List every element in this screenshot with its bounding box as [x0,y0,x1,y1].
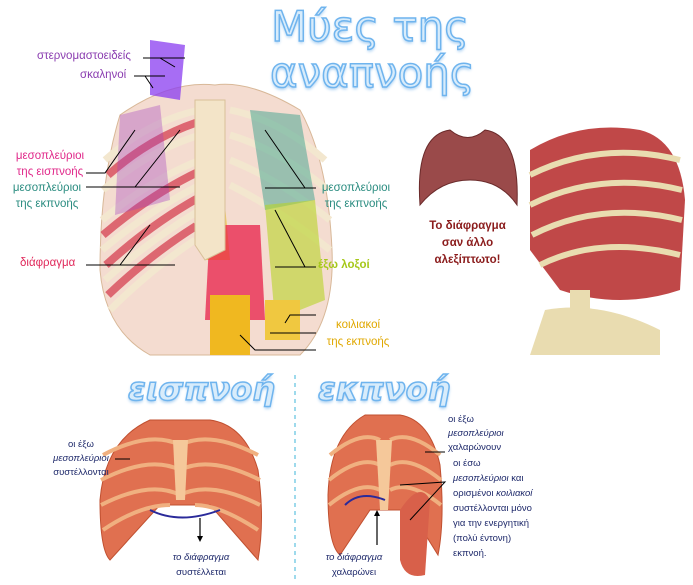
caption-line: σαν άλλο [441,237,494,249]
label-line: συστέλλονται μόνο [453,503,532,514]
leader-lines [86,57,316,351]
label-scalene: σκαληνοί [80,69,127,81]
label-line: (πολύ έντονη) [453,533,512,544]
exhalation-heading: εκπνοή [317,369,451,409]
label-line: της εκπνοής [326,336,390,348]
parachute-caption: Το διάφραγμα σαν άλλο αλεξίπτωτο! [415,218,520,269]
label-intercostal-expiration-right: μεσοπλεύριοι της εκπνοής [316,180,396,212]
inhalation-diaphragm-label: το διάφραγμα συστέλλεται [165,550,237,580]
label-line: της εισπνοής [16,166,84,178]
label-intercostal-expiration-left: μεσοπλεύριοι της εκπνοής [6,180,88,212]
main-torso-illustration [99,40,333,356]
page-title: Μύες της αναπνοής [269,2,475,97]
inhalation-heading: εισπνοή [127,369,276,409]
label-line: οι έσω [453,458,481,469]
label-diaphragm: διάφραγμα [20,257,76,269]
label-line: χαλαρώνει [331,567,377,578]
label-line: μεσοπλεύριοι [448,428,504,439]
label-line: μεσοπλεύριοι [15,150,85,162]
label-external-oblique: έξω λοξοί [318,259,370,271]
label-line: κοιλιακοί [335,319,381,331]
label-part: και [508,473,524,484]
label-line: οι έξω [448,414,474,425]
label-line: της εκπνοής [15,198,79,210]
exhalation-external-intercostal-label: οι έξω μεσοπλεύριοι χαλαρώνουν [448,413,504,455]
label-line: οι έξω [68,439,94,450]
label-abdominal: κοιλιακοί της εκπνοής [322,317,394,351]
exhalation-internal-intercostal-label: οι έσω μεσοπλεύριοι και ορισμένοι κοιλια… [453,456,532,561]
inhalation-external-intercostal-label: οι έξω μεσοπλεύριοι συστέλλονται [45,438,117,480]
label-part: ορισμένοι [453,488,497,499]
label-line: συστέλλονται [53,467,109,478]
label-part: κοιλιακοί [496,488,533,499]
label-intercostal-inspiration: μεσοπλεύριοι της εισπνοής [10,148,90,180]
label-line: μεσοπλεύριοι και [453,471,532,486]
label-part: μεσοπλεύριοι [453,473,509,484]
caption-line: αλεξίπτωτο! [434,254,501,266]
inhalation-ribcage-illustration [99,419,262,562]
exhalation-ribcage-illustration [327,414,447,576]
caption-line: Το διάφραγμα [429,220,506,232]
label-line: μεσοπλεύριοι [53,453,109,464]
label-line: συστέλλεται [176,567,226,578]
label-line: χαλαρώνουν [448,442,502,453]
label-line: το διάφραγμα [325,552,383,563]
label-line: της εκπνοής [324,198,388,210]
label-line: το διάφραγμα [172,552,230,563]
label-line: για την ενεργητική [453,518,529,529]
diaphragm-dome-illustration [418,129,518,207]
title-line-2: αναπνοής [269,48,475,97]
label-line: μεσοπλεύριοι [12,182,82,194]
skeleton-diaphragm-illustration [528,127,685,355]
label-line: ορισμένοι κοιλιακοί [453,486,532,501]
sternomastoid-muscle [150,40,185,100]
exhalation-diaphragm-label: το διάφραγμα χαλαρώνει [318,550,390,580]
label-line: μεσοπλεύριοι [321,182,391,194]
title-line-1: Μύες της [270,2,469,51]
label-sternomastoid: στερνομαστοειδείς [37,50,131,62]
label-line: εκπνοή. [453,548,487,559]
